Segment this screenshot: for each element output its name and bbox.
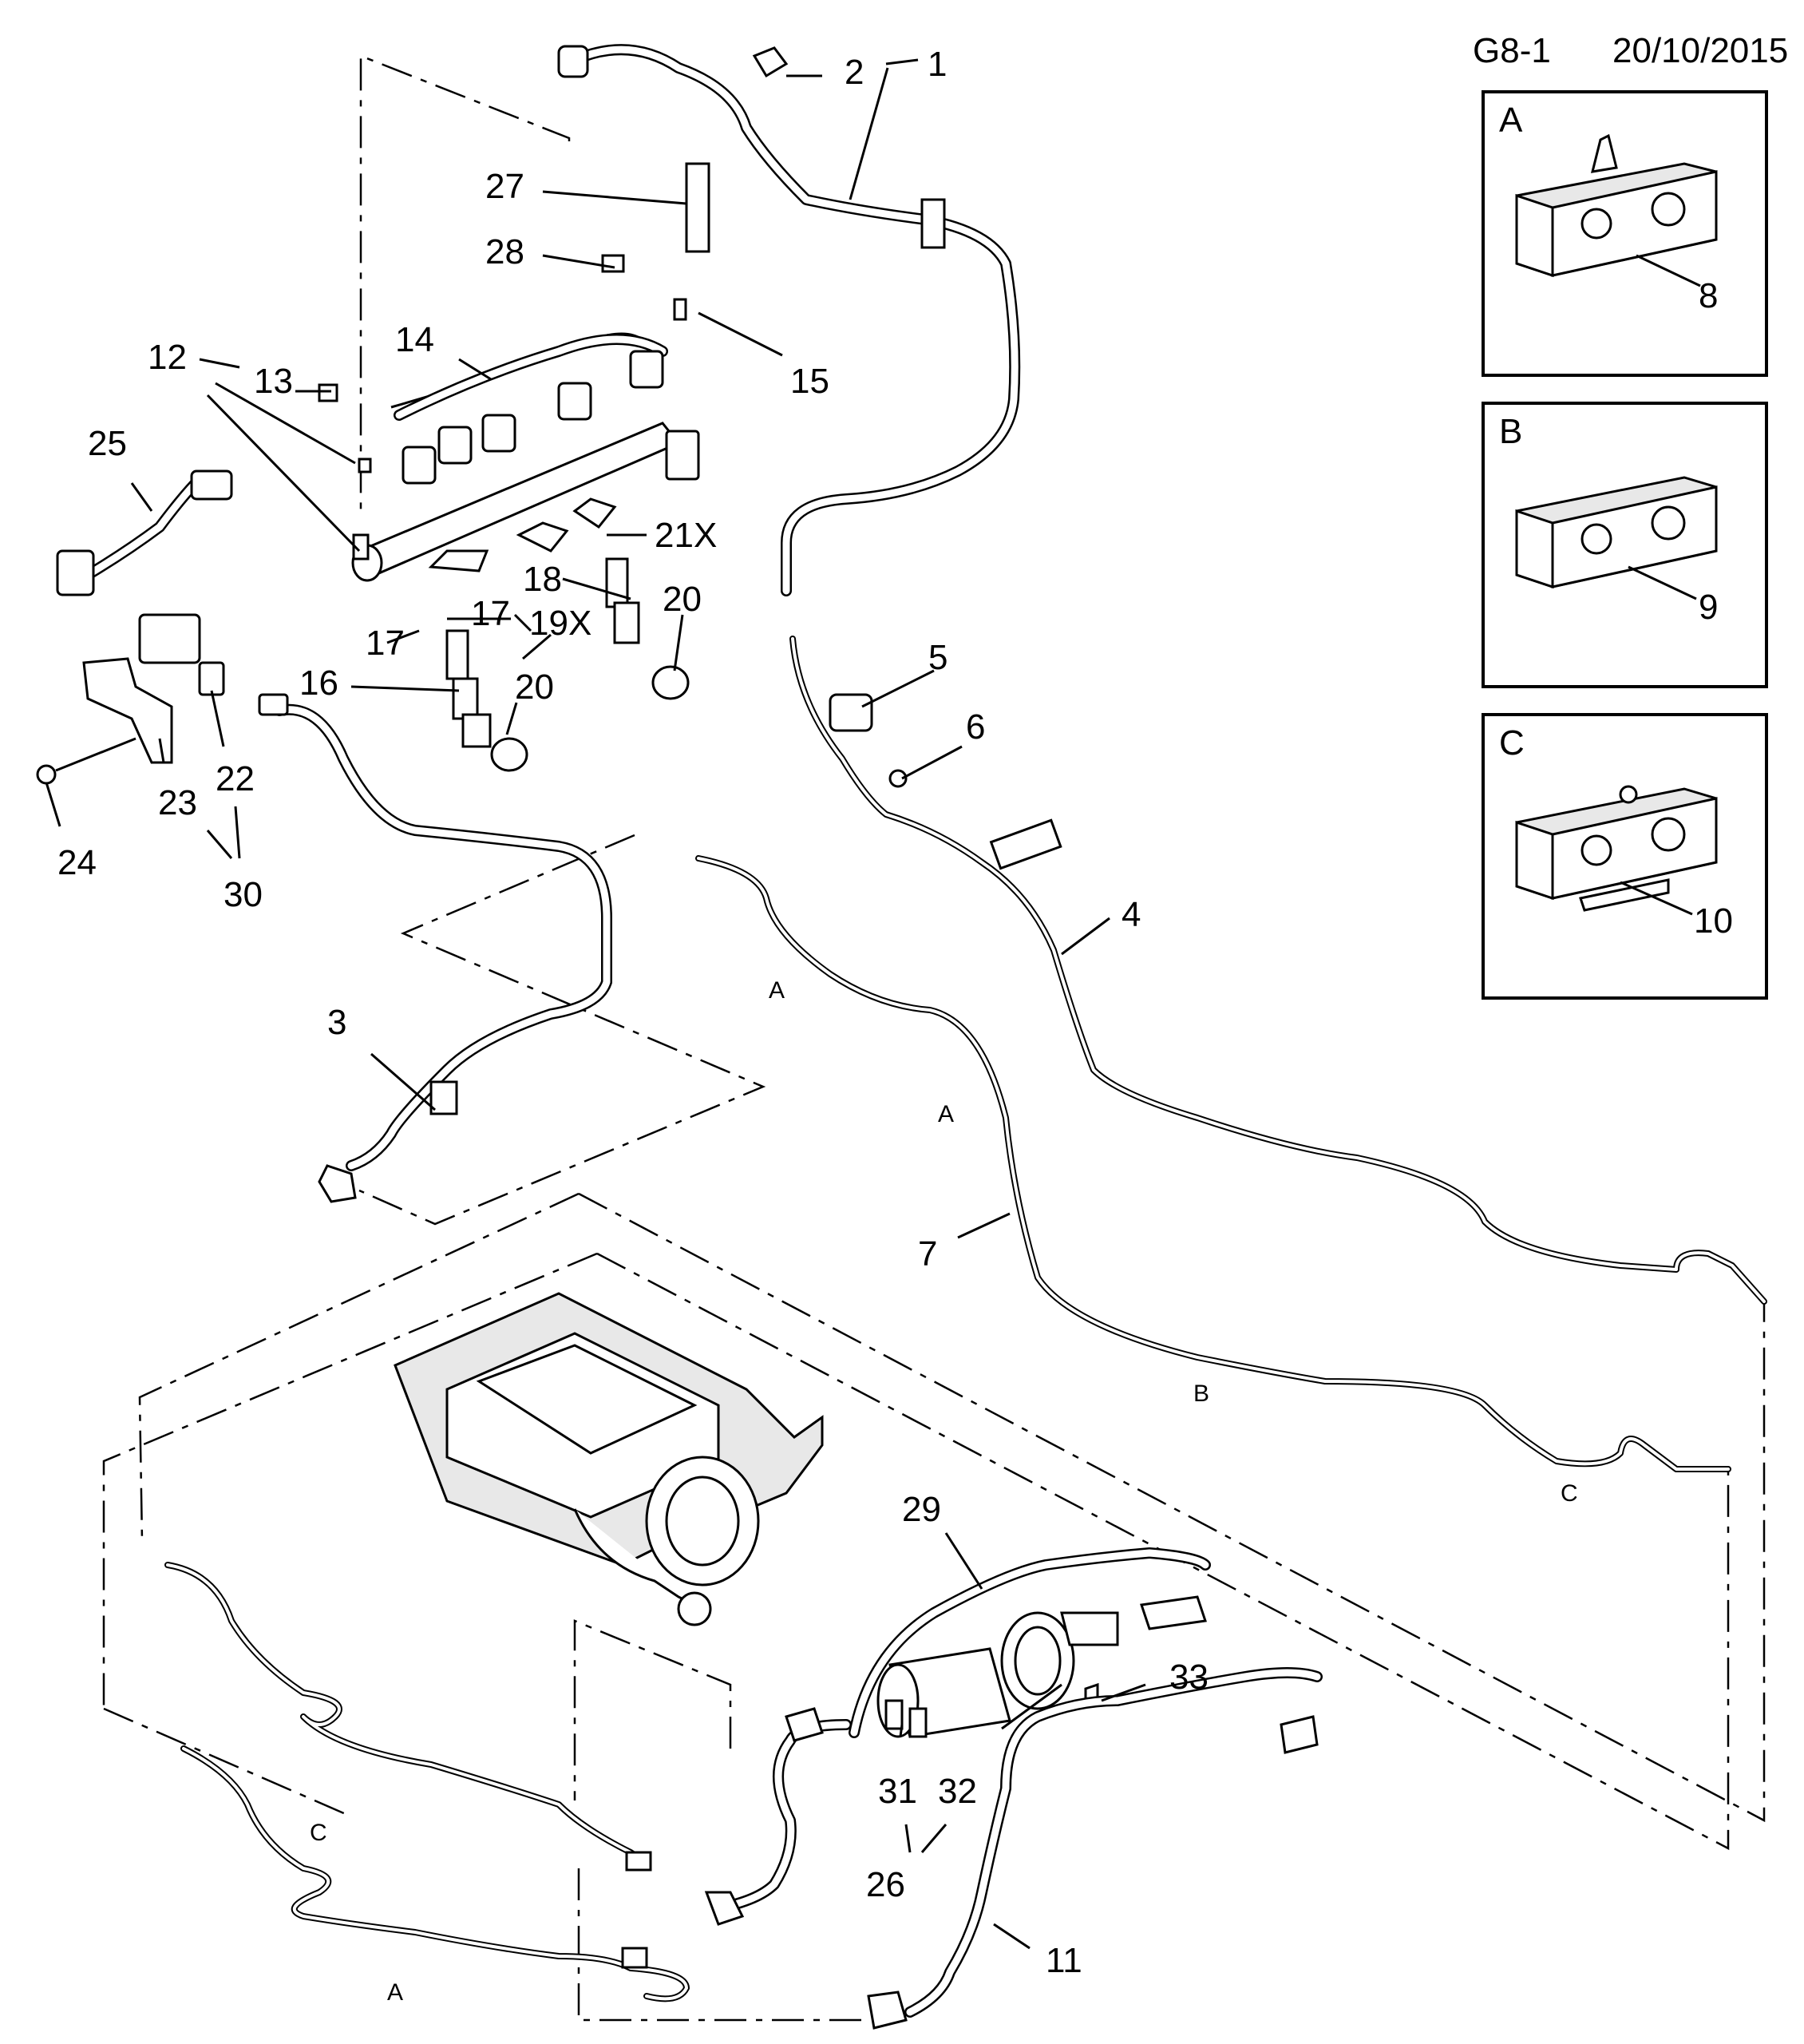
purge-valve-22	[36, 613, 289, 785]
clip-a-icon	[1515, 133, 1718, 278]
callout-26: 26	[866, 1865, 905, 1904]
callout-3: 3	[327, 1003, 346, 1042]
callout-32: 32	[938, 1772, 977, 1811]
callout-23: 23	[158, 783, 197, 822]
callout-29: 29	[902, 1490, 941, 1529]
callout-31: 31	[878, 1772, 917, 1811]
callout-17-left: 17	[366, 624, 405, 663]
hose-1-feed	[557, 44, 1021, 596]
inset-a-part: 8	[1699, 276, 1718, 315]
inset-c-part: 10	[1694, 901, 1733, 941]
hose-11-tank	[867, 1667, 1323, 2030]
fuel-rail-assembly	[351, 332, 700, 582]
callout-2: 2	[845, 53, 864, 92]
callout-30: 30	[224, 875, 263, 914]
clip-marker-c-right: C	[1561, 1480, 1578, 1507]
injector-18	[605, 557, 690, 700]
clip-c-icon	[1515, 785, 1718, 912]
inset-b-part: 9	[1699, 588, 1718, 627]
callout-25: 25	[88, 424, 127, 463]
callout-12: 12	[148, 338, 187, 377]
inset-c-letter: C	[1499, 723, 1525, 763]
callout-21x: 21X	[655, 516, 717, 555]
injector-16	[445, 629, 528, 772]
pipe-4-supply	[789, 636, 1767, 1305]
callout-11: 11	[1046, 1941, 1082, 1980]
pipe-7-return	[695, 855, 1731, 1472]
callout-16: 16	[299, 664, 338, 703]
callout-14: 14	[395, 320, 434, 359]
callout-1: 1	[928, 45, 947, 84]
leader-lines	[45, 58, 1146, 1950]
callout-20-left: 20	[515, 667, 554, 707]
callout-27: 27	[485, 167, 524, 206]
inset-b: B 9	[1482, 402, 1768, 688]
inset-a-letter: A	[1499, 101, 1523, 140]
clip-marker-c-left: C	[310, 1820, 327, 1846]
clip-marker-a-upper: A	[769, 977, 785, 1004]
callout-4: 4	[1122, 895, 1141, 934]
callout-18: 18	[523, 560, 562, 599]
callout-17-right: 17	[471, 594, 510, 633]
fuel-filter-assembly	[704, 1547, 1211, 1926]
hose-3-purge	[274, 703, 612, 1203]
callout-22: 22	[216, 759, 255, 798]
callout-33: 33	[1169, 1658, 1209, 1697]
callout-24: 24	[57, 843, 97, 882]
inset-b-letter: B	[1499, 412, 1522, 451]
clip-marker-a-lower: A	[387, 1979, 403, 2006]
callout-20-right: 20	[663, 580, 702, 619]
diagram-code: G8-1	[1473, 31, 1551, 70]
inset-c: C 10	[1482, 713, 1768, 1000]
callouts: 1 2 3 4 5 6 7 11 12 13 14 15 16 17 17 18…	[57, 45, 1209, 1980]
hose-25-vent	[56, 469, 233, 596]
inset-a: A 8	[1482, 90, 1768, 377]
callout-7: 7	[918, 1234, 937, 1274]
pipe-lower-left	[164, 1562, 690, 2002]
callout-19x: 19X	[529, 604, 591, 643]
callout-13: 13	[254, 362, 293, 401]
clip-marker-b: B	[1193, 1380, 1209, 1407]
callout-15: 15	[790, 362, 829, 401]
clip-b-icon	[1515, 476, 1718, 589]
diagram-date: 20/10/2015	[1612, 31, 1788, 70]
callout-6: 6	[966, 707, 985, 747]
clip-marker-a-middle: A	[938, 1101, 954, 1127]
callout-5: 5	[928, 638, 947, 677]
charcoal-canister	[394, 1292, 824, 1626]
callout-28: 28	[485, 232, 524, 271]
reference-outlines	[102, 54, 1766, 2022]
